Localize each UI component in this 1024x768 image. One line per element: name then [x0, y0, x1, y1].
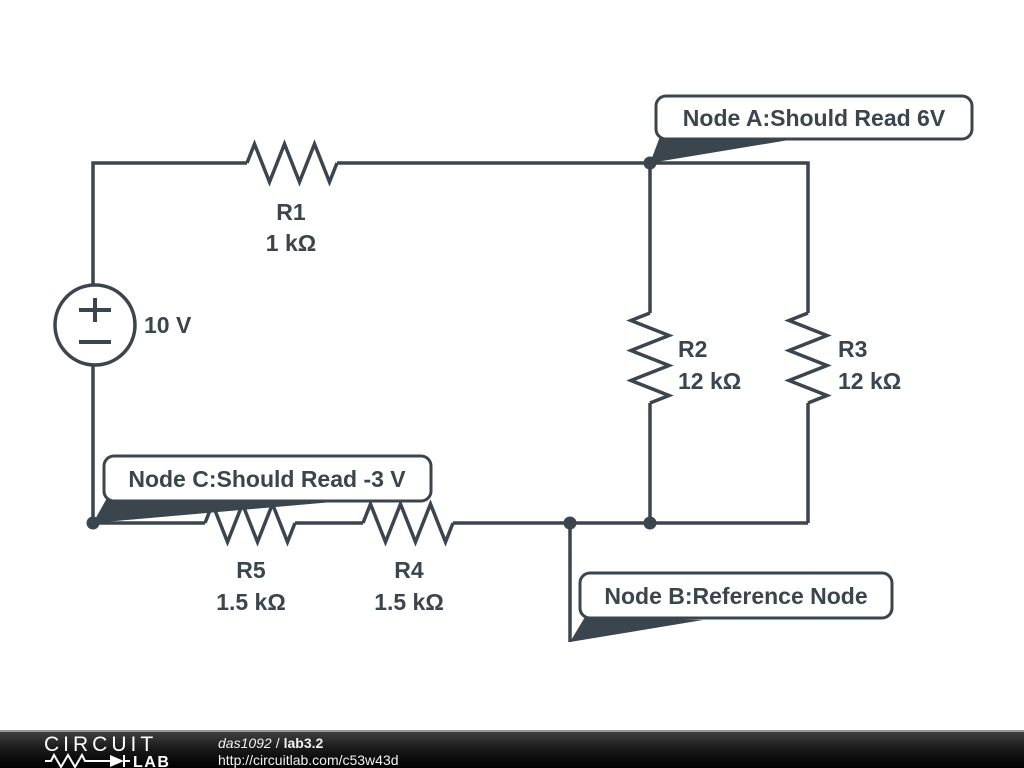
resistor-r1-name: R1 — [276, 199, 306, 225]
schematic-canvas: R1 1 kΩ 10 V R2 12 kΩ R3 12 kΩ R5 1.5 kΩ… — [53, 94, 974, 642]
callout-node-b-text: Node B:Reference Node — [604, 583, 867, 609]
resistor-r2-symbol — [626, 311, 674, 405]
circuit-title: lab3.2 — [283, 735, 324, 751]
resistor-r4-value: 1.5 kΩ — [374, 589, 444, 615]
resistor-r3-name: R3 — [838, 336, 867, 362]
callout-node-b: Node B:Reference Node — [570, 571, 894, 642]
resistor-r1-symbol — [245, 139, 339, 187]
resistor-r1-value: 1 kΩ — [266, 230, 316, 256]
callout-node-b-tail — [570, 617, 703, 642]
callout-node-a: Node A:Should Read 6V — [650, 94, 974, 163]
wire-bottom — [93, 403, 810, 525]
callout-node-c: Node C:Should Read -3 V — [93, 454, 433, 523]
junction-dot-reference — [563, 516, 577, 530]
junction-dot-r2-bottom — [643, 516, 657, 530]
callout-node-b-box — [578, 571, 894, 620]
footer-meta: das1092/lab3.2 http://circuitlab.com/c53… — [218, 735, 399, 768]
resistor-r5-name: R5 — [236, 557, 266, 583]
resistor-r3-value: 12 kΩ — [838, 368, 901, 394]
resistor-r4-name: R4 — [394, 557, 424, 583]
author-name: das1092 — [218, 735, 272, 751]
circuitlab-logo-lab: LAB — [133, 754, 170, 768]
circuit-url-link[interactable]: http://circuitlab.com/c53w43d — [218, 752, 399, 768]
diode-icon — [110, 755, 124, 767]
callout-node-c-text: Node C:Should Read -3 V — [128, 466, 406, 492]
callout-node-a-box — [654, 94, 974, 141]
resistor-r5-value: 1.5 kΩ — [216, 589, 286, 615]
circuitlab-logo-wordmark: CIRCUIT — [44, 735, 157, 756]
wire-top-left — [91, 161, 247, 286]
circuitlab-logo[interactable]: CIRCUIT LAB — [44, 735, 194, 768]
resistor-r2-value: 12 kΩ — [678, 368, 741, 394]
diode-cathode-bar — [123, 755, 130, 767]
resistor-r4-symbol — [361, 499, 455, 547]
callout-node-c-tail — [93, 498, 344, 523]
wire-top-right — [337, 161, 810, 313]
footer-bar: CIRCUIT LAB das1092/lab3.2 http://circui… — [0, 730, 1024, 768]
callout-node-a-tail — [650, 134, 789, 163]
circuit-url-row: http://circuitlab.com/c53w43d — [218, 752, 399, 768]
callout-node-a-text: Node A:Should Read 6V — [683, 105, 946, 131]
callout-node-c-box — [102, 454, 433, 503]
plus-icon — [79, 298, 111, 322]
byline-separator: / — [275, 735, 280, 751]
resistor-r3-symbol — [784, 311, 832, 405]
voltage-source-symbol — [53, 283, 137, 367]
resistor-diode-icon — [45, 752, 110, 768]
voltage-source-value: 10 V — [144, 312, 192, 338]
circuit-byline: das1092/lab3.2 — [218, 735, 399, 752]
resistor-r2-name: R2 — [678, 336, 707, 362]
